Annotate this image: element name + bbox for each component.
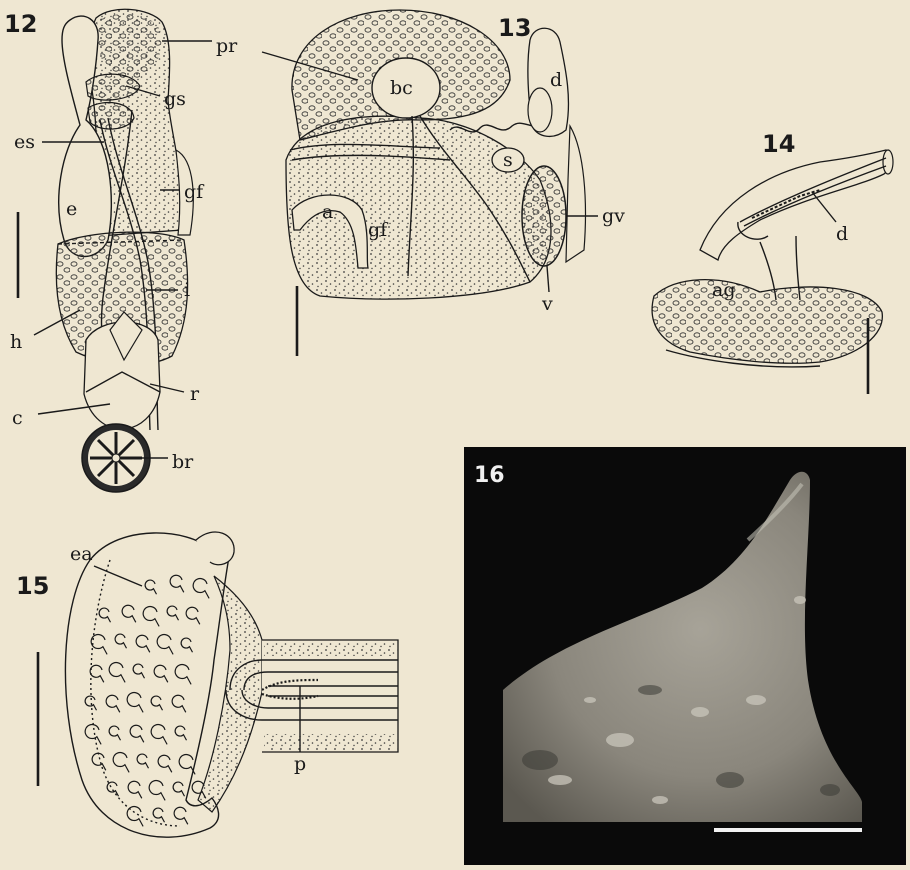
fig13-label-v: v [541,293,553,315]
figure-13: 13 bc d s a gf gv v [262,10,625,356]
fig12-label-es: es [14,131,35,153]
fig13-label-d: d [550,69,562,91]
fig14-upper-body [700,150,890,260]
fig12-label-gs: gs [164,88,186,110]
figure-16-photo: 16 [464,447,906,865]
fig14-label-d: d [836,223,848,245]
fig12-label-h: h [10,331,22,353]
fig13-gv [522,166,566,266]
fig13-label-a: a [322,201,333,223]
figure-13-number: 13 [498,14,531,42]
fig12-label-i: i [184,279,190,301]
fig12-label-c: c [12,407,23,429]
fig12-label-r: r [190,383,200,405]
fig12-label-br: br [172,451,194,473]
fig13-label-s: s [503,149,513,171]
fig15-label-p: p [294,753,306,775]
figure-15-number: 15 [16,572,49,600]
figure-15: 15 ea p [16,532,398,837]
figure-14-number: 14 [762,130,795,158]
fig13-label-gf: gf [368,219,389,241]
fig13-label-gv: gv [602,205,625,227]
fig14-ag-gland [652,280,882,364]
fig12-label-gf: gf [184,181,205,203]
figure-12-number: 12 [4,10,37,38]
figure-16-number: 16 [474,463,505,488]
figure-14: 14 d ag [652,130,893,394]
fig15-label-ea: ea [70,543,93,565]
fig13-label-bc: bc [390,77,413,99]
fig12-br-rosette [82,424,150,492]
figure-12: 12 [4,9,238,492]
fig12-label-e: e [66,198,77,220]
fig14-label-ag: ag [712,279,736,301]
fig12-label-pr: pr [216,35,238,57]
